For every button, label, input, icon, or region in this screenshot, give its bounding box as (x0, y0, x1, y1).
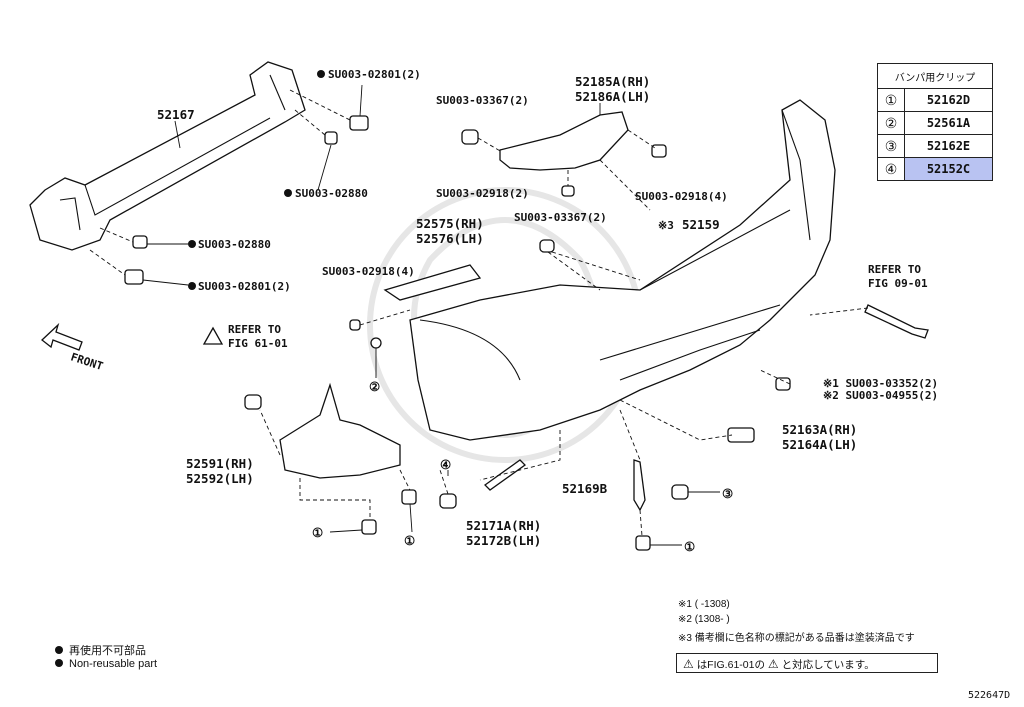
label-52164a: 52164A(LH) (782, 437, 857, 452)
bumper-side-shield (244, 382, 417, 535)
label-front: FRONT (69, 350, 105, 373)
label-note-x2: ※2 SU003-04955(2) (823, 389, 938, 402)
label-su0302918-left: SU003-02918(4) (322, 265, 415, 278)
label-52172b: 52172B(LH) (466, 533, 541, 548)
warning-triangle-icon (202, 326, 224, 345)
non-reusable-dot (188, 282, 196, 290)
clip-row-number: ④ (877, 157, 905, 181)
non-reusable-dot (188, 240, 196, 248)
clip-table-row: ① 52162D (877, 88, 993, 112)
legend-en-text: Non-reusable part (69, 658, 158, 670)
clip-row-code[interactable]: 52162E (904, 134, 993, 158)
label-refer-right-2: FIG 09-01 (868, 277, 928, 290)
warning-triangle-icon: ⚠ (683, 657, 694, 671)
label-refer-left-1: REFER TO (228, 323, 281, 336)
note-2: ※2 (1308- ) (678, 614, 730, 625)
label-su0302880-mid: SU003-02880 (295, 187, 368, 200)
legend-japanese: 再使用不可部品 (55, 642, 146, 658)
label-52575: 52575(RH) (416, 216, 484, 231)
clip-table-header: バンパ用クリップ (877, 63, 993, 89)
label-su0302918-mid: SU003-02918(2) (436, 187, 529, 200)
bumper-retainer-upper (461, 103, 667, 197)
non-reusable-dot-icon (55, 646, 63, 654)
label-52169b: 52169B (562, 481, 608, 496)
non-reusable-dot-icon (55, 659, 63, 667)
legend-jp-text: 再使用不可部品 (69, 645, 146, 657)
label-su0302801-low: SU003-02801(2) (198, 280, 291, 293)
label-su0302880-low: SU003-02880 (198, 238, 271, 251)
warning-triangle-icon: ⚠ (767, 657, 779, 671)
label-52186a: 52186A(LH) (575, 89, 650, 104)
clip-table-row: ④ 52152C (877, 157, 993, 181)
clip-row-code-highlighted[interactable]: 52152C (904, 157, 993, 181)
bumper-support-bracket (633, 459, 720, 551)
part-labels: 52167 SU003-02801(2) SU003-02880 SU003-0… (69, 68, 938, 548)
reference-note-text: はFIG.61-01の (696, 659, 765, 671)
label-52171a: 52171A(RH) (466, 518, 541, 533)
note-1: ※1 ( -1308) (678, 599, 730, 610)
diagram-code: 522647D (968, 690, 1011, 701)
label-52159: 52159 (682, 217, 720, 232)
clip-row-code[interactable]: 52162D (904, 88, 993, 112)
clip-table-row: ② 52561A (877, 111, 993, 135)
side-retainer (349, 239, 601, 349)
clip-row-number: ③ (877, 134, 905, 158)
front-arrow-icon (41, 322, 83, 351)
label-su0302918-right: SU003-02918(4) (635, 190, 728, 203)
label-refer-left-2: FIG 61-01 (228, 337, 288, 350)
note-3: ※3 備考欄に色名称の標記がある品番は塗装済品です (678, 633, 915, 644)
label-su0303367-mid: SU003-03367(2) (514, 211, 607, 224)
clip-marker-2: ② (369, 379, 380, 394)
clip-marker-1b: ① (404, 533, 415, 548)
bumper-side-stay (439, 459, 527, 509)
reference-note-tail: と対応しています。 (781, 659, 875, 671)
legend-english: Non-reusable part (55, 658, 157, 670)
clip-marker-1c: ① (684, 539, 695, 554)
bumper-clip-table: バンパ用クリップ ① 52162D ② 52561A ③ 52162E ④ 52… (877, 63, 993, 181)
reference-note-box: ⚠ はFIG.61-01の ⚠ と対応しています。 (676, 653, 938, 673)
bolt-group-upper (89, 84, 369, 286)
rear-bumper-cover (409, 99, 836, 441)
clip-row-number: ② (877, 111, 905, 135)
clip-table-header-row: バンパ用クリップ (877, 63, 993, 89)
non-reusable-dot (284, 189, 292, 197)
label-52185a: 52185A(RH) (575, 74, 650, 89)
clip-marker-3: ③ (722, 486, 733, 501)
label-52592: 52592(LH) (186, 471, 254, 486)
label-52591: 52591(RH) (186, 456, 254, 471)
rear-bumper-reinforcement (29, 61, 306, 251)
label-note-x1: ※1 SU003-03352(2) (823, 377, 938, 390)
label-mark3: ※3 (658, 219, 674, 232)
clip-row-code[interactable]: 52561A (904, 111, 993, 135)
label-52167: 52167 (157, 107, 195, 122)
clip-number-markers: ② ① ① ④ ③ ① (312, 379, 733, 554)
clip-callouts (329, 348, 682, 546)
hook-bolt (759, 304, 929, 391)
clip-row-number: ① (877, 88, 905, 112)
clip-marker-1a: ① (312, 525, 323, 540)
label-su0303367-top: SU003-03367(2) (436, 94, 529, 107)
bumper-pad (727, 427, 755, 443)
clip-marker-4: ④ (440, 457, 451, 472)
non-reusable-dot (317, 70, 325, 78)
label-refer-right-1: REFER TO (868, 263, 921, 276)
clip-table-row: ③ 52162E (877, 134, 993, 158)
label-52576: 52576(LH) (416, 231, 484, 246)
label-su0302801-top: SU003-02801(2) (328, 68, 421, 81)
label-52163a: 52163A(RH) (782, 422, 857, 437)
